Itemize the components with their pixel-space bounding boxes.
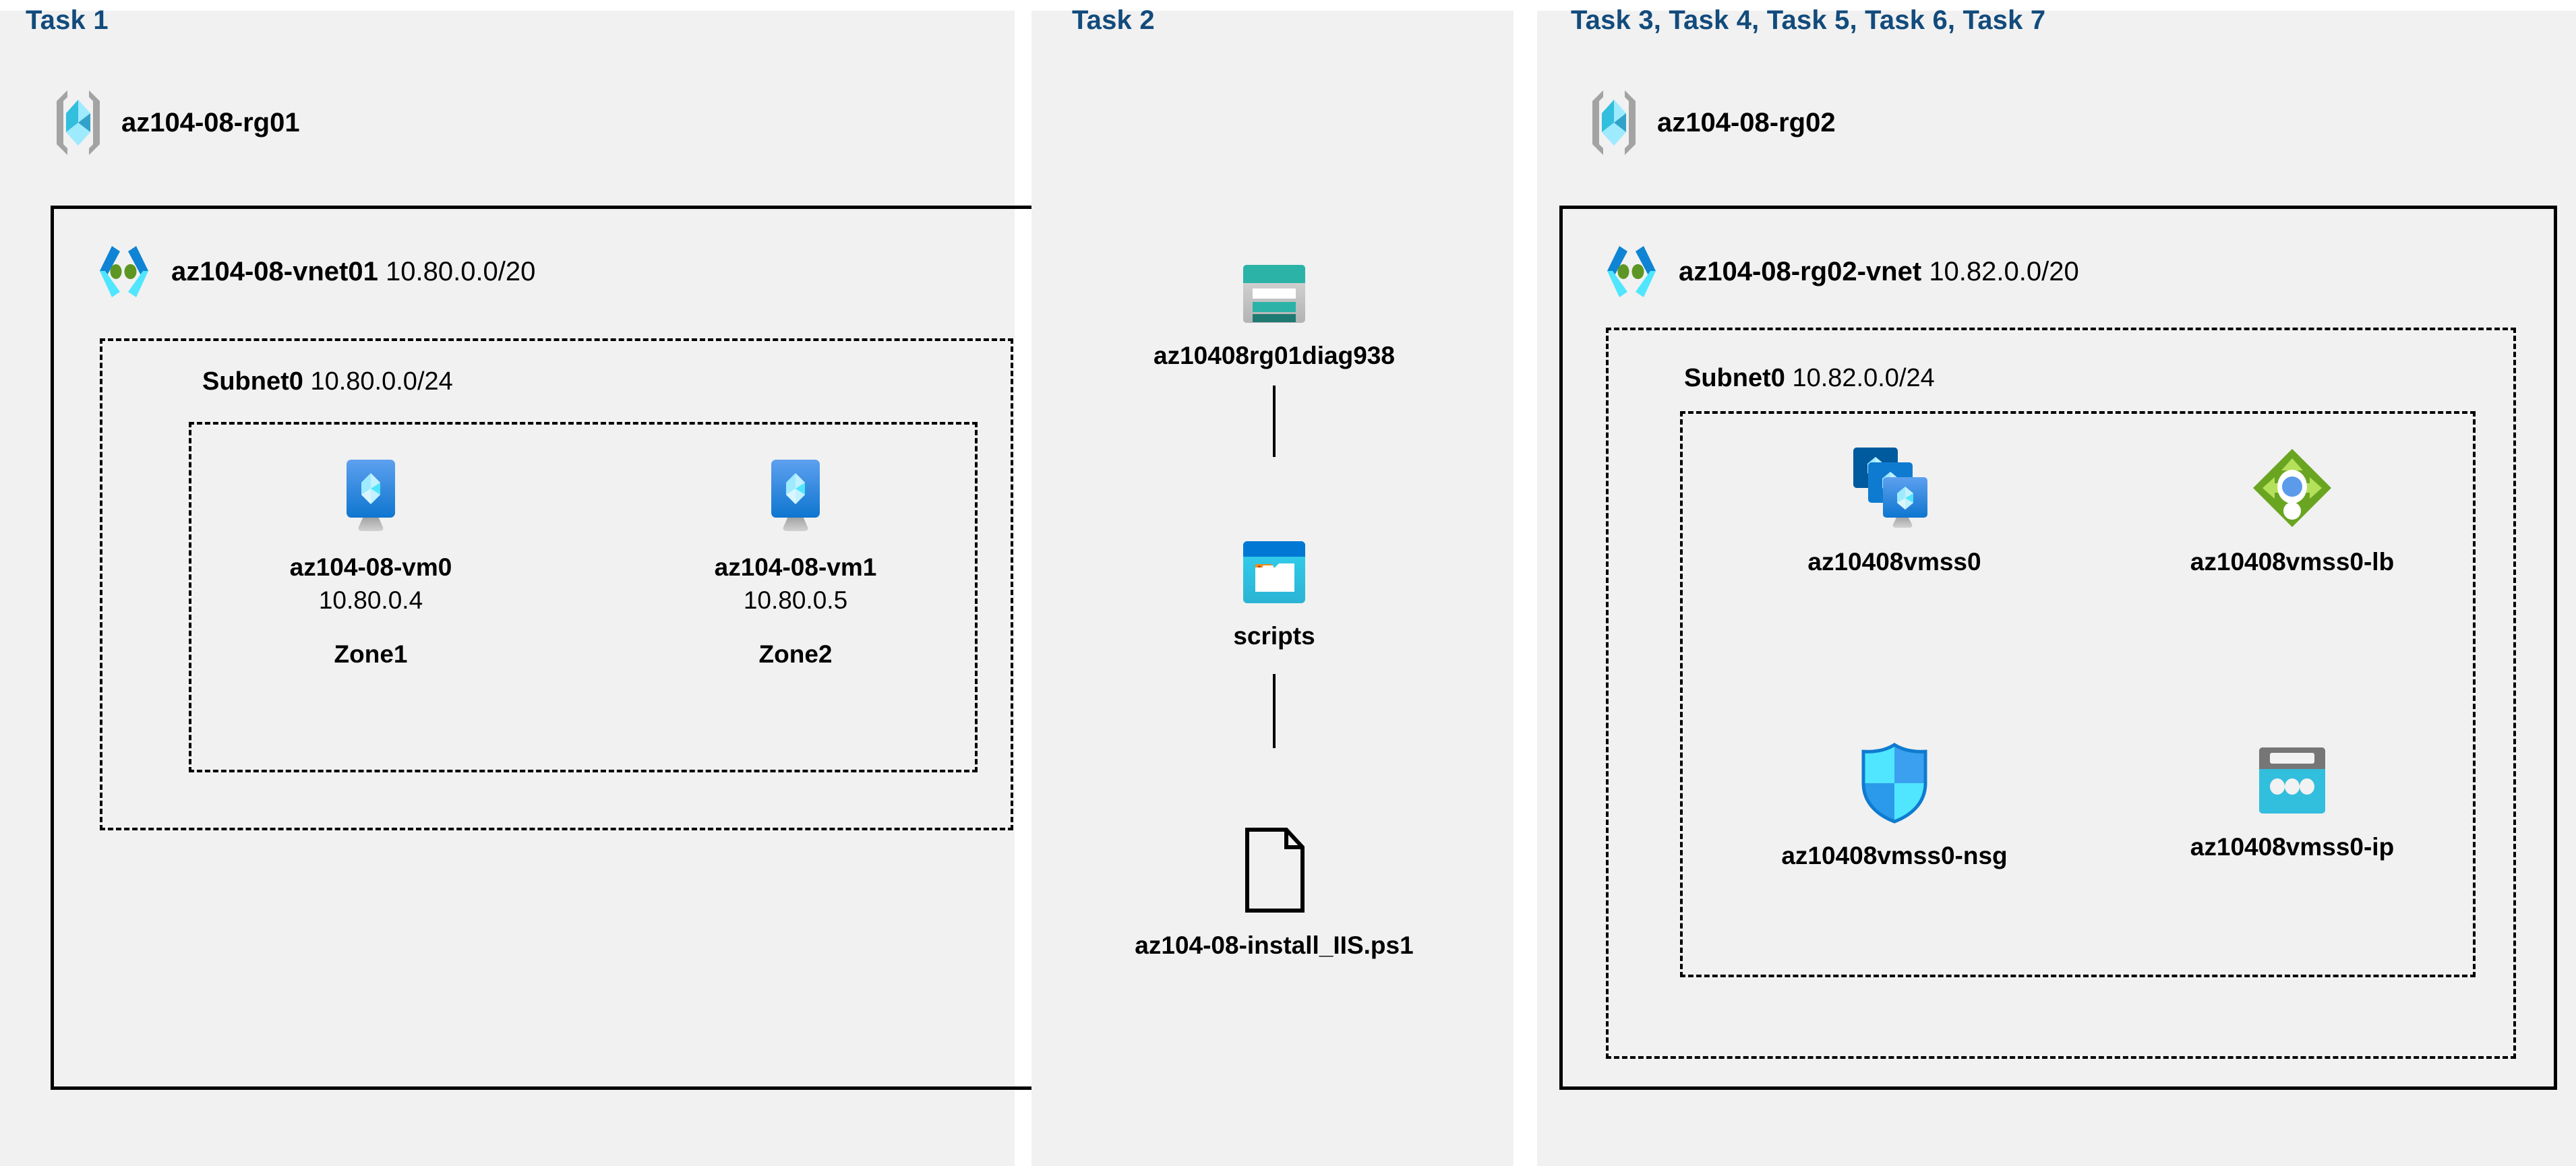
vnet01-label: az104-08-vnet01 10.80.0.0/20 [171, 256, 536, 286]
node-label: az10408vmss0 [1807, 548, 1981, 576]
vnet01-header: az104-08-vnet01 10.80.0.0/20 [92, 239, 535, 304]
node-label: az104-08-vm0 [289, 553, 452, 581]
load-balancer-icon [2249, 445, 2335, 531]
virtual-network-icon [92, 239, 156, 304]
node-label: az104-08-vm1 [714, 553, 877, 581]
node-label: az10408vmss0-nsg [1781, 842, 2008, 869]
node-zone: Zone1 [334, 640, 408, 668]
resource-group-icon [50, 88, 107, 158]
virtual-machine-icon [759, 456, 832, 536]
vnet02-subnet0-label: Subnet0 10.82.0.0/24 [1684, 364, 1935, 392]
connector-container-to-file [1273, 674, 1276, 748]
vnet01-subnet0-label: Subnet0 10.80.0.0/24 [202, 367, 453, 396]
node-az10408vmss0-lb[interactable]: az10408vmss0-lb [2151, 445, 2434, 579]
vnet02-subnet0-boundary [1606, 328, 2516, 1059]
vnet02-header: az104-08-rg02-vnet 10.82.0.0/20 [1599, 239, 2079, 304]
node-az10408vmss0[interactable]: az10408vmss0 [1753, 445, 2036, 579]
connector-storage-to-container [1273, 386, 1276, 457]
blob-container-icon [1241, 539, 1307, 605]
virtual-network-icon [1599, 239, 1664, 304]
vnet02-resource-group-boundary [1680, 411, 2476, 977]
resource-group-rg02-header: az104-08-rg02 [1586, 88, 1836, 158]
panel-task-1 [0, 11, 1015, 1166]
node-storage-account[interactable]: az10408rg01diag938 [1116, 263, 1433, 373]
node-blob-container[interactable]: scripts [1187, 539, 1362, 653]
vm-scale-set-icon [1851, 445, 1938, 531]
node-label: az10408rg01diag938 [1154, 342, 1395, 369]
vnet02-label: az104-08-rg02-vnet 10.82.0.0/20 [1679, 256, 2079, 286]
vnet01-vm-group-boundary [189, 422, 978, 772]
node-install-script-file[interactable]: az104-08-install_IIS.ps1 [1106, 826, 1443, 962]
vnet01-subnet0-boundary [100, 338, 1013, 830]
resource-group-rg02-label: az104-08-rg02 [1657, 107, 1836, 137]
resource-group-icon [1586, 88, 1642, 158]
node-az104-08-vm1[interactable]: az104-08-vm1 10.80.0.5 Zone2 [688, 456, 903, 669]
resource-group-rg01-label: az104-08-rg01 [121, 107, 300, 137]
resource-group-rg01-header: az104-08-rg01 [50, 88, 300, 158]
task-title-1: Task 1 [26, 5, 109, 35]
node-zone: Zone2 [758, 640, 833, 668]
node-ip: 10.80.0.4 [318, 586, 423, 614]
vnet02-boundary [1559, 206, 2557, 1090]
node-az10408vmss0-ip[interactable]: az10408vmss0-ip [2144, 745, 2440, 864]
node-az104-08-vm0[interactable]: az104-08-vm0 10.80.0.4 Zone1 [263, 456, 479, 669]
panel-task-3-to-7 [1537, 11, 2576, 1166]
file-icon [1238, 826, 1311, 915]
task-title-3: Task 3, Task 4, Task 5, Task 6, Task 7 [1571, 5, 2046, 35]
node-label: az10408vmss0-ip [2190, 833, 2395, 861]
node-label: az10408vmss0-lb [2190, 548, 2395, 576]
node-ip: 10.80.0.5 [743, 586, 848, 614]
storage-account-icon [1241, 263, 1307, 325]
node-label: az104-08-install_IIS.ps1 [1135, 931, 1414, 959]
public-ip-address-icon [2256, 745, 2328, 816]
node-label: scripts [1233, 622, 1315, 650]
node-az10408vmss0-nsg[interactable]: az10408vmss0-nsg [1746, 741, 2043, 873]
network-security-group-icon [1857, 741, 1932, 825]
task-title-2: Task 2 [1072, 5, 1155, 35]
virtual-machine-icon [334, 456, 407, 536]
